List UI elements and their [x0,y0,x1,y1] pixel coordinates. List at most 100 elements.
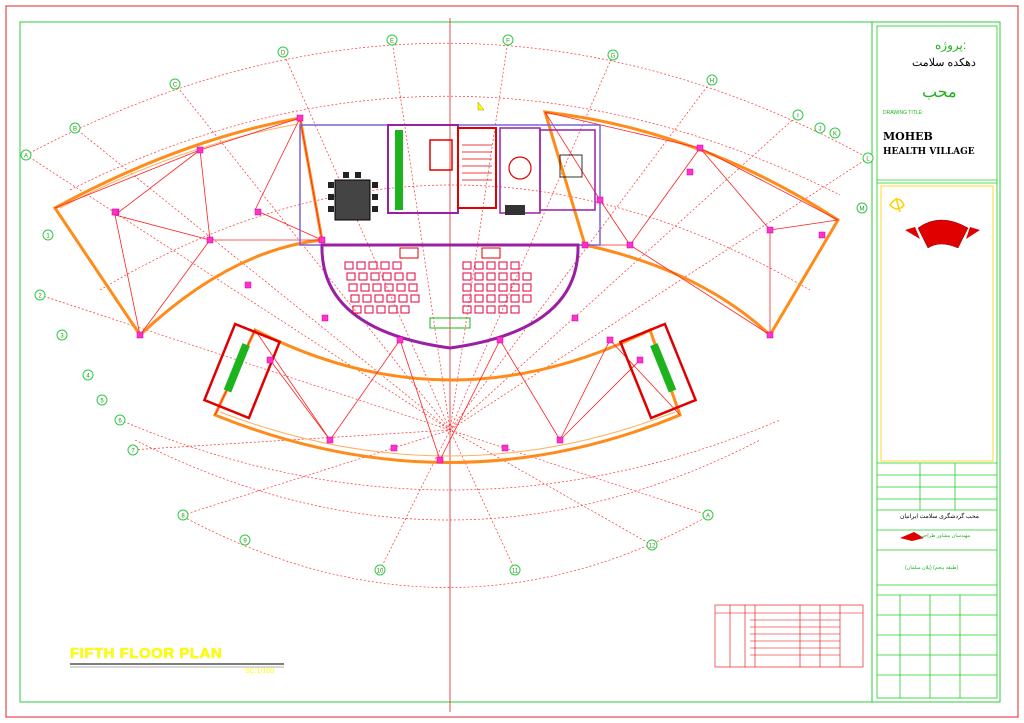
seat [406,272,416,281]
grid-bubble: E [386,34,398,46]
seat [396,283,406,292]
column [501,444,509,452]
grid-bubble: 10 [374,564,386,576]
grid-bubble-label: 6 [118,419,122,425]
seat [384,283,394,292]
schedule-table [714,604,864,668]
project-name: دهکده سلامت [912,57,976,69]
grid-bubble-label: K [833,132,837,138]
grid-bubble-label: 5 [100,399,104,405]
column [390,444,398,452]
seat [462,261,472,270]
seat [358,272,368,281]
seat [394,272,404,281]
seat [360,283,370,292]
seat [376,305,386,314]
organization: محب گردشگری سلامت ایرانیان [900,514,979,520]
grid-bubble: 7 [127,444,139,456]
grid-bubble: H [706,74,718,86]
seat [380,261,390,270]
seat [510,283,520,292]
grid-bubble-label: E [390,39,394,45]
client-en-2: HEALTH VILLAGE [883,147,975,157]
south-west-core [202,322,282,420]
grid-bubble-label: 11 [512,569,519,575]
grid-bubble: 11 [509,564,521,576]
grid-bubble: J [814,122,826,134]
seat [368,261,378,270]
grid-bubble-label: G [611,54,616,60]
grid-bubble: 4 [82,369,94,381]
grid-bubble-label: M [860,207,865,213]
grid-bubble: A [702,509,714,521]
seat [486,305,496,314]
grid-bubble-label: A [706,514,710,520]
seat [510,305,520,314]
south-east-core [618,322,698,420]
grid-bubble-label: 3 [60,334,64,340]
seat [498,261,508,270]
seat [498,283,508,292]
sheet-border [5,5,1019,718]
column [766,331,774,339]
column [436,456,444,464]
seat [344,261,354,270]
arc-grid [25,42,869,588]
grid-bubble: G [607,49,619,61]
grid-bubble-label: 2 [38,294,42,300]
consultant: مهندسان مشاور طراحی [920,533,971,539]
seat [348,283,358,292]
seat [364,305,374,314]
seat [372,283,382,292]
seat [462,305,472,314]
grid-bubble: B [69,122,81,134]
column [581,241,589,249]
column [266,356,274,364]
radial-grid [25,39,869,571]
column [318,236,326,244]
column [686,168,694,176]
column [696,144,704,152]
grid-bubble-label: 7 [131,449,135,455]
grid-bubble-label: A [24,154,28,160]
seat [350,294,360,303]
grid-bubble: L [862,152,874,164]
seat [388,305,398,314]
grid-bubble-label: L [866,157,870,163]
column [111,208,119,216]
column [626,241,634,249]
column [596,196,604,204]
seat [382,272,392,281]
grid-bubble-label: 4 [86,374,90,380]
seat [462,272,472,281]
seat [400,305,410,314]
column [636,356,644,364]
grid-bubble-label: F [506,39,510,45]
grid-bubble-label: B [73,127,77,133]
column [254,208,262,216]
column [296,114,304,122]
keyplan-icon [905,219,980,249]
seat [408,283,418,292]
seat [386,294,396,303]
drawing-name: (پلان مبلمان) (طبقه پنجم) [905,565,958,571]
logo-icon [889,197,905,213]
client-fa: محب [922,82,957,101]
grid-bubble: 6 [114,414,126,426]
grid-bubble: 2 [34,289,46,301]
seat [498,305,508,314]
seat [356,261,366,270]
column [326,436,334,444]
grid-bubble-label: 12 [649,544,656,550]
grid-bubble: 1 [42,229,54,241]
grid-bubble-label: H [710,79,714,85]
seat [362,294,372,303]
seat-rows [344,261,532,314]
seat [474,305,484,314]
seat [486,272,496,281]
seat [486,294,496,303]
column [496,336,504,344]
grid-bubble-label: 10 [377,569,384,575]
grid-bubble: M [856,202,868,214]
column [136,331,144,339]
